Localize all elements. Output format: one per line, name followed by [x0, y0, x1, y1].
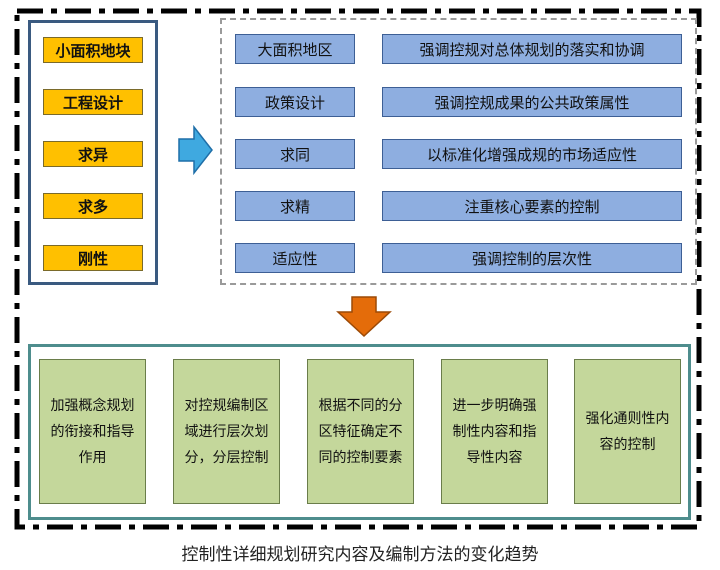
new-feature-description: 强调控规对总体规划的落实和协调 [382, 34, 682, 64]
method-card: 对控规编制区域进行层次划分，分层控制 [173, 359, 280, 504]
traditional-item: 求多 [43, 193, 143, 219]
new-feature-label: 求精 [235, 191, 355, 221]
method-card: 加强概念规划的衔接和指导作用 [39, 359, 146, 504]
new-feature-label: 大面积地区 [235, 34, 355, 64]
new-feature-description: 注重核心要素的控制 [382, 191, 682, 221]
new-feature-description: 以标准化增强成规的市场适应性 [382, 139, 682, 169]
figure-caption: 控制性详细规划研究内容及编制方法的变化趋势 [181, 545, 539, 565]
outer-frame [14, 8, 702, 530]
new-feature-label: 政策设计 [235, 87, 355, 117]
right-arrow-icon [178, 125, 213, 175]
methods-panel: 加强概念规划的衔接和指导作用 对控规编制区域进行层次划分，分层控制 根据不同的分… [28, 344, 691, 520]
new-feature-label: 适应性 [235, 243, 355, 273]
traditional-item: 小面积地块 [43, 37, 143, 63]
method-card: 根据不同的分区特征确定不同的控制要素 [307, 359, 414, 504]
new-features-panel: 大面积地区 强调控规对总体规划的落实和协调 政策设计 强调控规成果的公共政策属性… [220, 18, 697, 285]
method-card: 强化通则性内容的控制 [574, 359, 681, 504]
traditional-features-panel: 小面积地块 工程设计 求异 求多 刚性 [28, 20, 158, 285]
new-feature-description: 强调控规成果的公共政策属性 [382, 87, 682, 117]
traditional-item: 工程设计 [43, 89, 143, 115]
new-feature-description: 强调控制的层次性 [382, 243, 682, 273]
traditional-item: 刚性 [43, 245, 143, 271]
traditional-item: 求异 [43, 141, 143, 167]
new-feature-label: 求同 [235, 139, 355, 169]
outer-dashdot-border [14, 8, 702, 530]
down-arrow-icon [336, 296, 392, 338]
method-card: 进一步明确强制性内容和指导性内容 [441, 359, 548, 504]
